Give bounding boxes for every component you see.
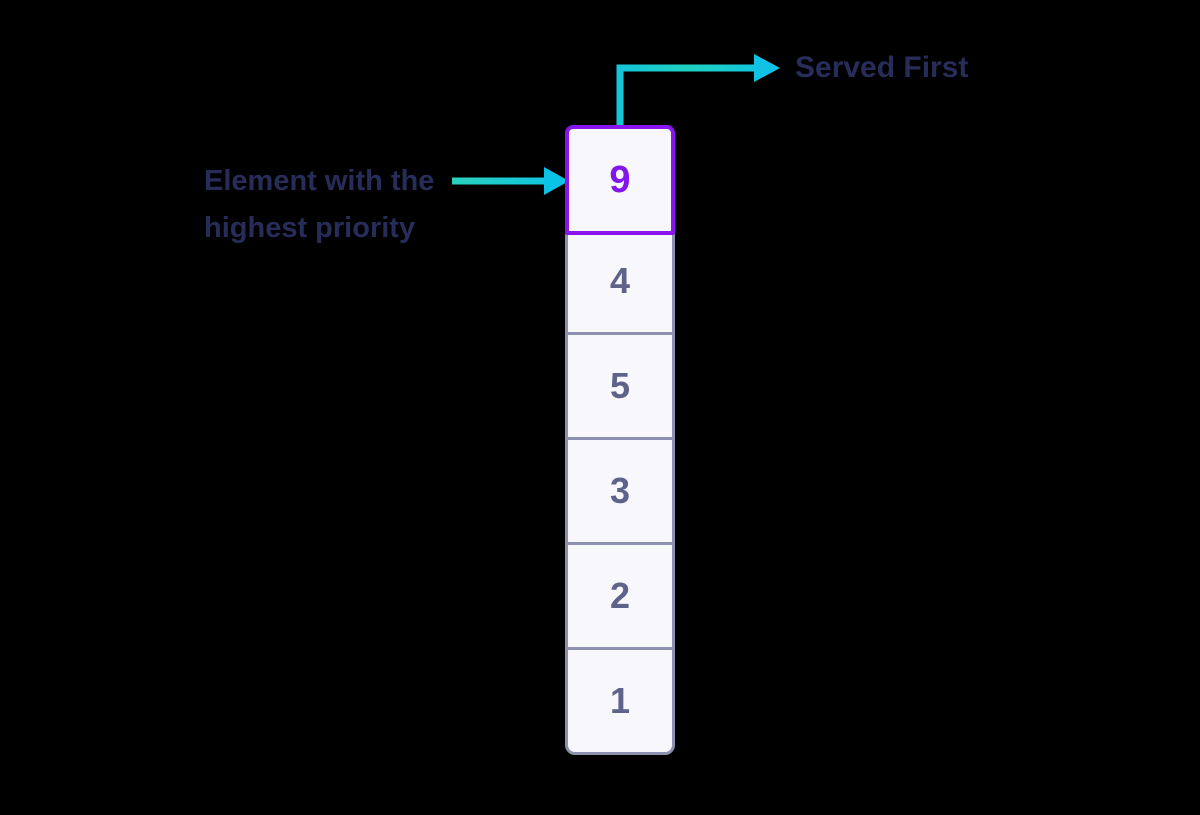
highest-priority-label: Element with the highest priority bbox=[204, 158, 434, 252]
queue-cell: 5 bbox=[568, 332, 672, 437]
queue-cell-value: 5 bbox=[609, 365, 631, 406]
queue-cell-highlighted: 9 bbox=[565, 125, 675, 235]
queue-stack: 9 4 5 3 2 1 bbox=[565, 125, 675, 755]
highest-priority-label-line2: highest priority bbox=[204, 212, 416, 244]
queue-cell-value: 2 bbox=[609, 575, 631, 616]
queue-cell: 3 bbox=[568, 437, 672, 542]
queue-cell: 1 bbox=[568, 647, 672, 752]
queue-cell: 2 bbox=[568, 542, 672, 647]
highest-priority-label-line1: Element with the bbox=[204, 165, 435, 197]
queue-cell-value: 3 bbox=[609, 470, 631, 511]
served-first-label: Served First bbox=[795, 51, 969, 84]
queue-cell: 4 bbox=[568, 230, 672, 332]
served-first-arrowhead-icon bbox=[754, 54, 780, 82]
queue-cell-value: 1 bbox=[609, 680, 631, 721]
queue-cell-value: 9 bbox=[609, 159, 631, 201]
served-first-arrow bbox=[616, 64, 756, 125]
queue-cell-value: 4 bbox=[609, 260, 631, 301]
